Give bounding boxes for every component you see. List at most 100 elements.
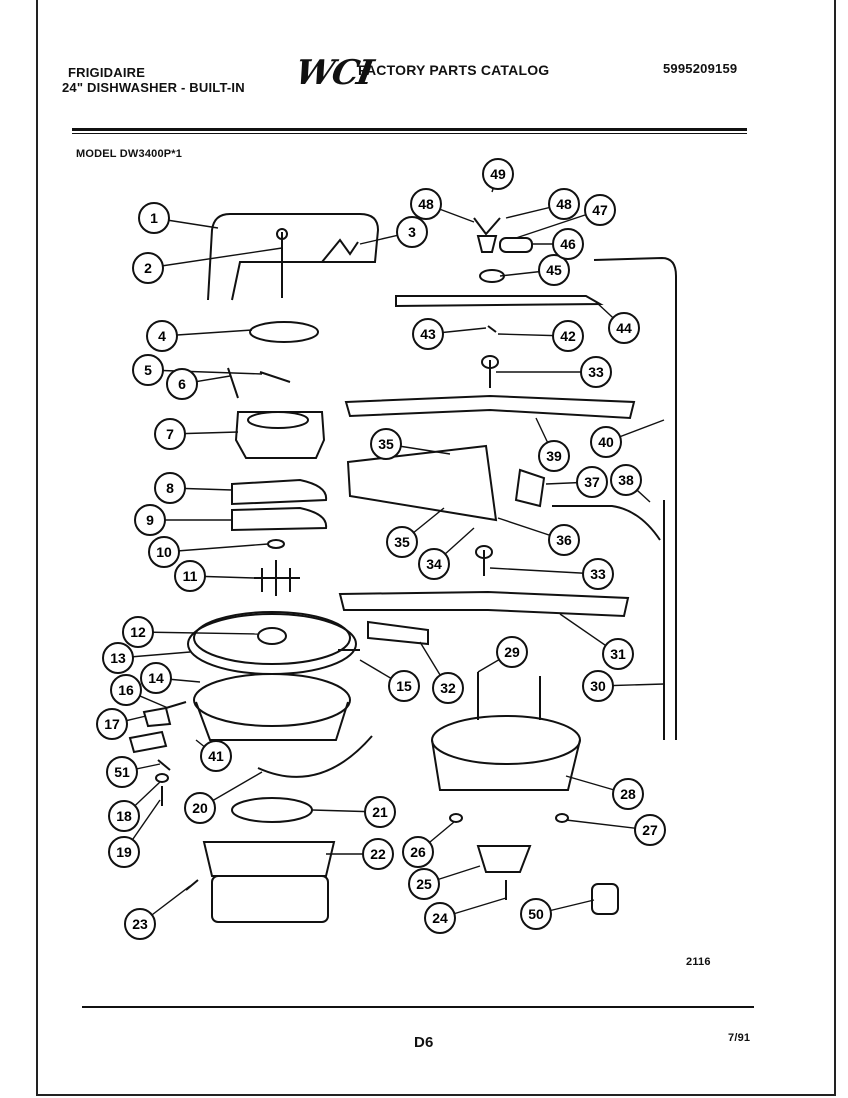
callout-balloon: [174, 560, 206, 592]
callout-balloon: [166, 368, 198, 400]
callout-balloon: [388, 670, 420, 702]
callout-50: 50: [520, 898, 595, 930]
header-rule-thin: [72, 133, 747, 134]
page-frame: [36, 0, 836, 1096]
callout-number: 25: [416, 876, 432, 892]
header-rule: [72, 128, 747, 131]
callout-number: 33: [590, 566, 606, 582]
callout-22: 22: [326, 838, 394, 870]
callout-number: 35: [394, 534, 410, 550]
part-40-tube: [593, 256, 677, 740]
callout-2: 2: [132, 247, 283, 284]
part-26: [449, 813, 463, 823]
callout-29: 29: [477, 636, 528, 673]
callout-number: 29: [504, 644, 520, 660]
part-27: [555, 813, 569, 823]
callout-number: 38: [618, 472, 634, 488]
callout-number: 6: [178, 376, 186, 392]
part-18: [155, 773, 169, 783]
callout-26: 26: [402, 821, 455, 868]
callout-number: 11: [183, 568, 198, 584]
footer-rule: [82, 1006, 754, 1008]
callout-number: 27: [642, 822, 658, 838]
callout-number: 33: [588, 364, 604, 380]
part-29-screws: [477, 672, 541, 720]
callout-balloon: [410, 188, 442, 220]
callout-18: 18: [108, 781, 161, 832]
part-14-body: [193, 673, 351, 727]
callout-balloon: [108, 836, 140, 868]
callout-balloon: [602, 638, 634, 670]
revision-date: 7/91: [728, 1032, 751, 1044]
callout-number: 9: [146, 512, 154, 528]
part-28-top: [431, 715, 581, 765]
part-21-disc: [231, 797, 313, 823]
callout-balloon: [538, 440, 570, 472]
callout-number: 50: [528, 906, 544, 922]
callout-17: 17: [96, 708, 147, 740]
callout-number: 51: [114, 764, 130, 780]
callout-balloon: [184, 792, 216, 824]
callout-balloon: [584, 194, 616, 226]
callout-23: 23: [124, 885, 191, 940]
callout-number: 10: [156, 544, 172, 560]
callout-number: 40: [598, 434, 614, 450]
part-14-side: [195, 701, 349, 741]
callout-balloon: [364, 796, 396, 828]
callout-balloon: [576, 466, 608, 498]
callout-number: 5: [144, 362, 152, 378]
part-39-upper-arm: [344, 394, 636, 420]
callout-number: 36: [556, 532, 572, 548]
callout-number: 39: [546, 448, 562, 464]
callout-13: 13: [102, 642, 191, 674]
callout-balloon: [582, 670, 614, 702]
callout-balloon: [122, 616, 154, 648]
callout-8: 8: [154, 472, 233, 504]
callout-number: 3: [408, 224, 416, 240]
callout-balloon: [154, 418, 186, 450]
model-label: MODEL DW3400P*1: [76, 148, 183, 160]
part-36-support: [346, 444, 498, 522]
callout-49: 49: [482, 158, 514, 193]
callout-leader: [147, 247, 283, 269]
callout-balloon: [148, 536, 180, 568]
part-44-bracket: [395, 295, 604, 308]
callout-balloon: [418, 548, 450, 580]
part-33-lower-head: [475, 545, 493, 559]
part-1-tube: [207, 213, 380, 301]
part-22-motor: [211, 875, 329, 923]
callout-number: 12: [130, 624, 146, 640]
callout-number: 16: [118, 682, 134, 698]
part-11-impeller: [254, 560, 300, 596]
part-drawings: [128, 213, 677, 923]
callout-31: 31: [559, 613, 634, 670]
part-51: [157, 759, 171, 771]
callout-balloon: [552, 228, 584, 260]
callout-9: 9: [134, 504, 232, 536]
callout-balloon: [154, 472, 186, 504]
callout-15: 15: [359, 659, 420, 702]
part-31-lower-arm: [338, 590, 630, 618]
callout-number: 21: [372, 804, 388, 820]
callout-47: 47: [515, 194, 616, 239]
part-16-17: [142, 701, 187, 728]
callout-leader: [163, 543, 269, 553]
part-28-side: [431, 739, 581, 791]
callout-balloon: [538, 254, 570, 286]
callout-46: 46: [532, 228, 584, 260]
callout-34: 34: [418, 527, 475, 580]
callout-12: 12: [122, 616, 259, 648]
callout-40: 40: [590, 419, 665, 458]
callout-35: 35: [386, 507, 445, 558]
callout-balloon: [146, 320, 178, 352]
callout-number: 46: [560, 236, 576, 252]
callout-balloon: [432, 672, 464, 704]
callout-balloon: [402, 836, 434, 868]
callout-number: 31: [610, 646, 626, 662]
callout-38: 38: [610, 464, 651, 503]
callout-balloon: [608, 312, 640, 344]
brand-name: FRIGIDAIRE: [68, 65, 146, 80]
callout-44: 44: [595, 301, 640, 344]
callout-balloon: [370, 428, 402, 460]
